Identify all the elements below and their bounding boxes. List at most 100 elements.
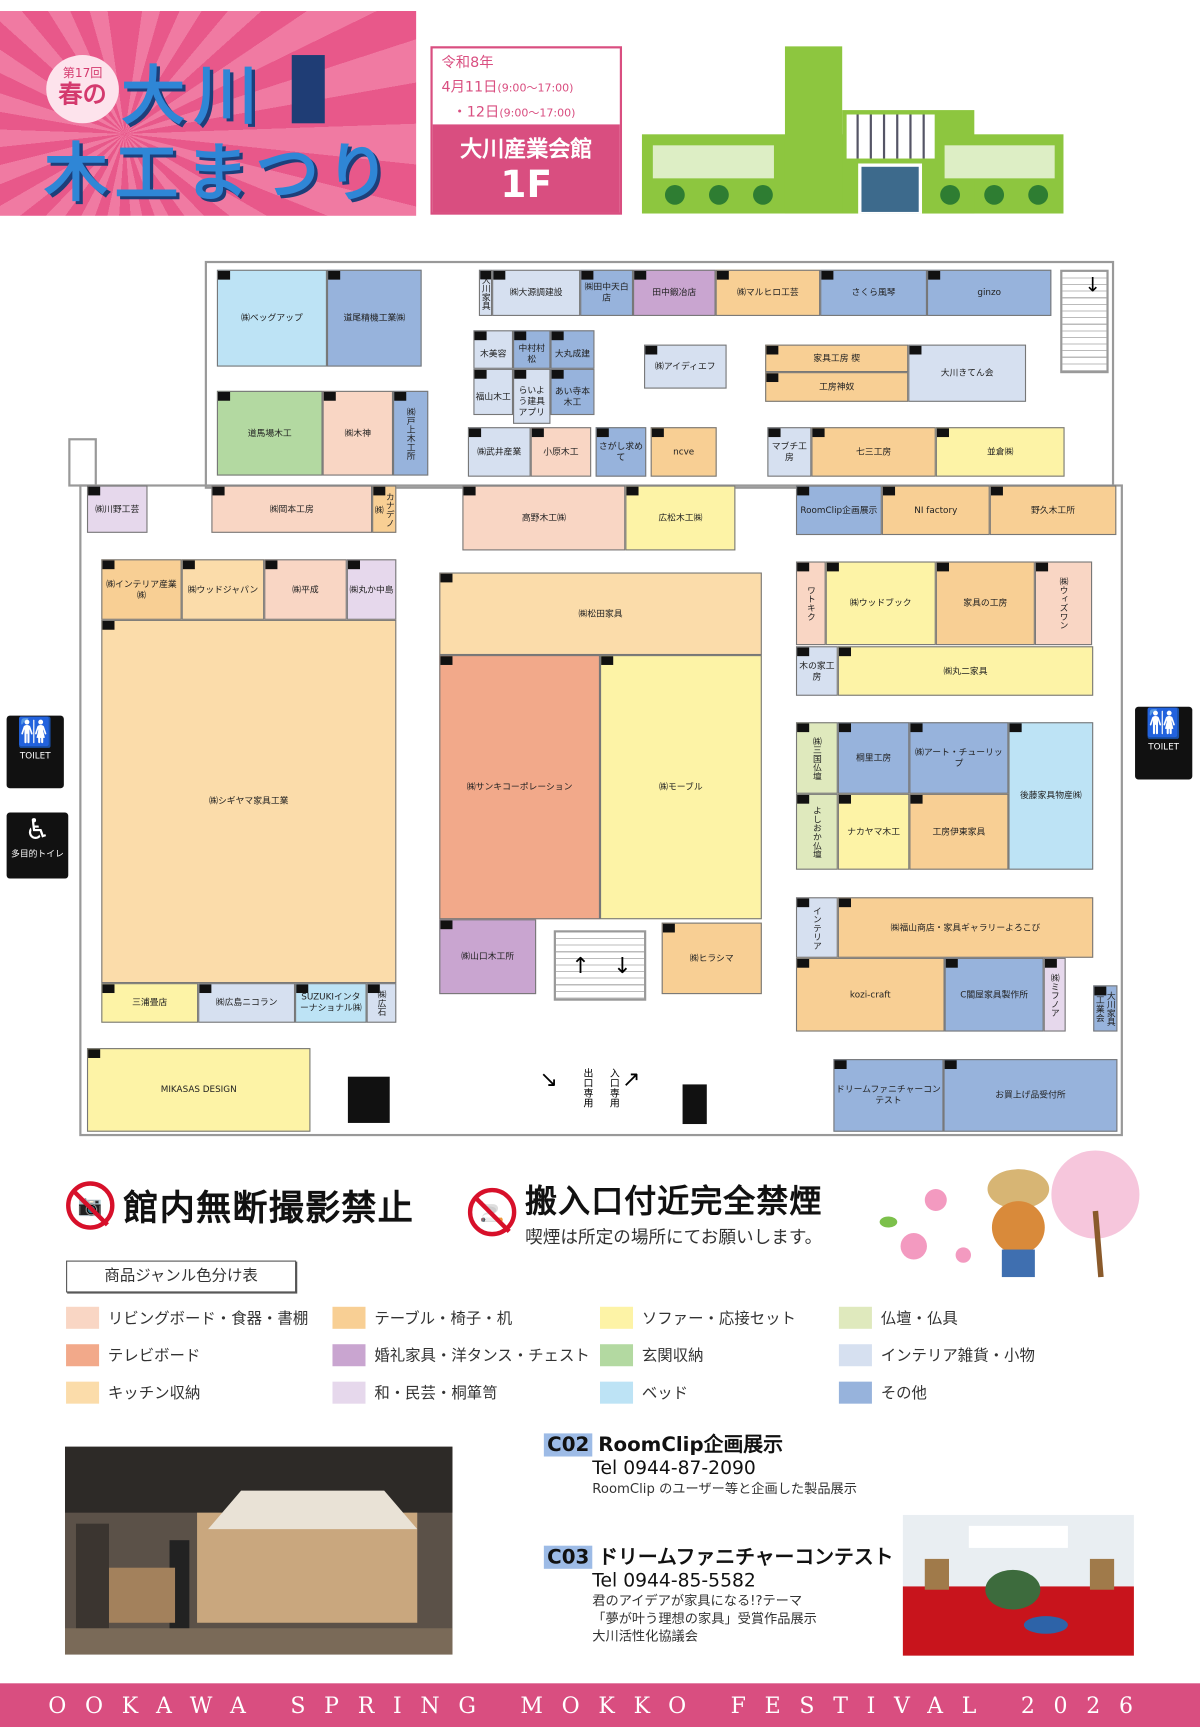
booth[interactable]: 小原木工 — [530, 427, 592, 477]
booth[interactable]: ㈱戸上木工所 — [393, 390, 429, 476]
booth-number-tag — [394, 391, 407, 401]
booth[interactable]: 高野木工㈱ — [462, 485, 626, 551]
booth[interactable]: 野久木工所 — [989, 485, 1117, 536]
booth[interactable]: ㈱川野工芸 — [86, 485, 148, 533]
booth[interactable]: ㈱山口木工所 — [439, 919, 537, 995]
booth-name: ㈱広石 — [377, 989, 387, 1017]
booth[interactable]: RoomClip企画展示 — [795, 485, 882, 536]
booth[interactable]: ㈱広島ニコラン — [198, 983, 296, 1023]
legend-swatch — [332, 1381, 366, 1404]
booth-name: kozi-craft — [849, 989, 891, 1000]
booth[interactable]: ㈱モーブル — [600, 655, 762, 920]
booth[interactable]: ㈱大源調建設 — [492, 269, 581, 316]
booth[interactable]: 道尾精機工業㈱ — [326, 269, 422, 367]
booth[interactable]: よしおか仏壇 — [795, 793, 838, 870]
booth-code: C03 — [543, 1545, 593, 1569]
booth[interactable]: kozi-craft — [795, 957, 945, 1032]
booth[interactable]: ㈱丸二家具 — [837, 646, 1094, 696]
booth-name: 家具の工房 — [963, 597, 1008, 608]
booth[interactable]: 木の家工房 — [795, 646, 838, 696]
booth[interactable]: マブチ工房 — [767, 427, 812, 477]
booth[interactable]: ㈱岡本工房 — [211, 485, 373, 533]
booth[interactable]: ドリームファニチャーコンテスト — [833, 1059, 944, 1132]
booth[interactable]: ㈱アイディエフ — [644, 344, 727, 389]
booth-number-tag — [217, 391, 231, 401]
title-line-2: 木工まつり — [44, 135, 397, 211]
booth[interactable]: ncve — [650, 427, 717, 477]
booth[interactable]: 七三工房 — [811, 427, 936, 477]
booth[interactable]: ㈱ベッグアップ — [216, 269, 327, 367]
booth[interactable]: ㈱ミフノア — [1043, 957, 1066, 1032]
booth[interactable]: 大川家具工業会 — [1093, 985, 1118, 1032]
booth[interactable]: ginzo — [926, 269, 1052, 316]
booth[interactable]: ㈱アート・チューリップ — [909, 722, 1009, 794]
booth[interactable]: 桐里工房 — [837, 722, 910, 794]
entrance-label: 入口専用 — [607, 1067, 619, 1108]
booth[interactable]: お買上げ品受付所 — [943, 1059, 1118, 1132]
booth[interactable]: インテリア — [795, 897, 838, 958]
booth[interactable]: ㈱木神 — [322, 390, 394, 476]
booth-name: 福山木工 — [475, 391, 511, 402]
booth[interactable]: 木美容 — [473, 330, 514, 369]
booth-name: ㈱岡本工房 — [269, 503, 314, 514]
booth[interactable]: ㈱広石 — [366, 983, 397, 1023]
booth-name: ㈱ベッグアップ — [241, 312, 303, 323]
booth[interactable]: ㈱ウッドジャパン — [181, 559, 265, 620]
booth[interactable]: 中村村松 — [513, 330, 551, 369]
booth[interactable]: ㈱サンキコーポレーション — [439, 655, 601, 920]
booth[interactable]: 後藤家具物産㈱ — [1008, 722, 1094, 870]
booth[interactable]: カナデノ㈱ — [372, 485, 397, 533]
booth[interactable]: ㈱平成 — [264, 559, 347, 620]
booth[interactable]: ㈱武井産業 — [467, 427, 531, 477]
booth[interactable]: NI factory — [881, 485, 990, 536]
booth[interactable]: 家具工房 楔 — [765, 344, 909, 373]
booth[interactable]: ワトキク — [795, 561, 826, 646]
booth-number-tag — [440, 656, 453, 665]
booth[interactable]: ナカヤマ木工 — [837, 793, 910, 870]
booth[interactable]: 大川きてん会 — [908, 344, 1027, 402]
exit-arrow-icon: ↘ — [539, 1065, 558, 1093]
booth[interactable]: ㈱マルヒロ工芸 — [715, 269, 821, 316]
booth[interactable]: MIKASAS DESIGN — [86, 1048, 311, 1132]
feature-title: RoomClip企画展示 — [598, 1433, 783, 1457]
booth[interactable]: 道馬場木工 — [216, 390, 323, 476]
booth[interactable]: さがし求めて — [595, 427, 647, 477]
booth-name: 三浦畳店 — [132, 997, 168, 1008]
booth[interactable]: あい寺本木工 — [550, 368, 595, 416]
booth[interactable]: ㈱インテリア産業㈱ — [101, 559, 182, 620]
booth-name: 田中鍛冶店 — [652, 287, 697, 298]
booth[interactable]: ㈱ヒラシマ — [661, 922, 762, 995]
booth-number-tag — [797, 898, 810, 908]
booth-number-tag — [882, 486, 896, 496]
booth[interactable]: ㈱丸か中島 — [346, 559, 397, 620]
booth-name: 工房神奴 — [819, 381, 855, 392]
booth[interactable]: 工房伊東家具 — [909, 793, 1009, 870]
booth-number-tag — [716, 270, 729, 280]
booth[interactable]: ㈱松田家具 — [439, 572, 762, 656]
booth[interactable]: 大丸成建 — [550, 330, 595, 369]
booth-name: ㈱武井産業 — [477, 446, 522, 457]
booth[interactable]: SUZUKIインターナショナル㈱ — [295, 983, 367, 1023]
booth-number-tag — [797, 486, 810, 496]
booth[interactable]: 田中鍛冶店 — [633, 269, 716, 316]
booth-number-tag — [634, 270, 647, 280]
booth[interactable]: 広松木工㈱ — [625, 485, 736, 551]
booth-name: 並倉㈱ — [986, 446, 1014, 457]
booth[interactable]: ㈱シギヤマ家具工業 — [101, 619, 397, 984]
booth[interactable]: 大川家具 — [478, 269, 493, 316]
booth[interactable]: 福山木工 — [473, 368, 514, 416]
accessible-toilet: ♿多目的トイレ — [6, 812, 69, 879]
booth[interactable]: ㈱ウッドブック — [825, 561, 936, 646]
booth[interactable]: ㈱三国仏壇 — [795, 722, 838, 794]
booth[interactable]: 三浦畳店 — [101, 983, 199, 1023]
booth[interactable]: さくら風琴 — [820, 269, 927, 316]
booth[interactable]: らいよう建具アプリ — [513, 368, 551, 424]
booth[interactable]: ㈱福山商店・家具ギャラリーよろこび — [837, 897, 1094, 958]
booth[interactable]: ㈱ウィズワン — [1034, 561, 1093, 646]
booth[interactable]: 工房神奴 — [765, 372, 909, 402]
booth[interactable]: C閣屋家具製作所 — [944, 957, 1044, 1032]
booth[interactable]: 家具の工房 — [935, 561, 1035, 646]
booth-number-tag — [838, 723, 852, 733]
booth[interactable]: ㈱田中天白店 — [580, 269, 634, 316]
booth[interactable]: 並倉㈱ — [935, 427, 1065, 477]
